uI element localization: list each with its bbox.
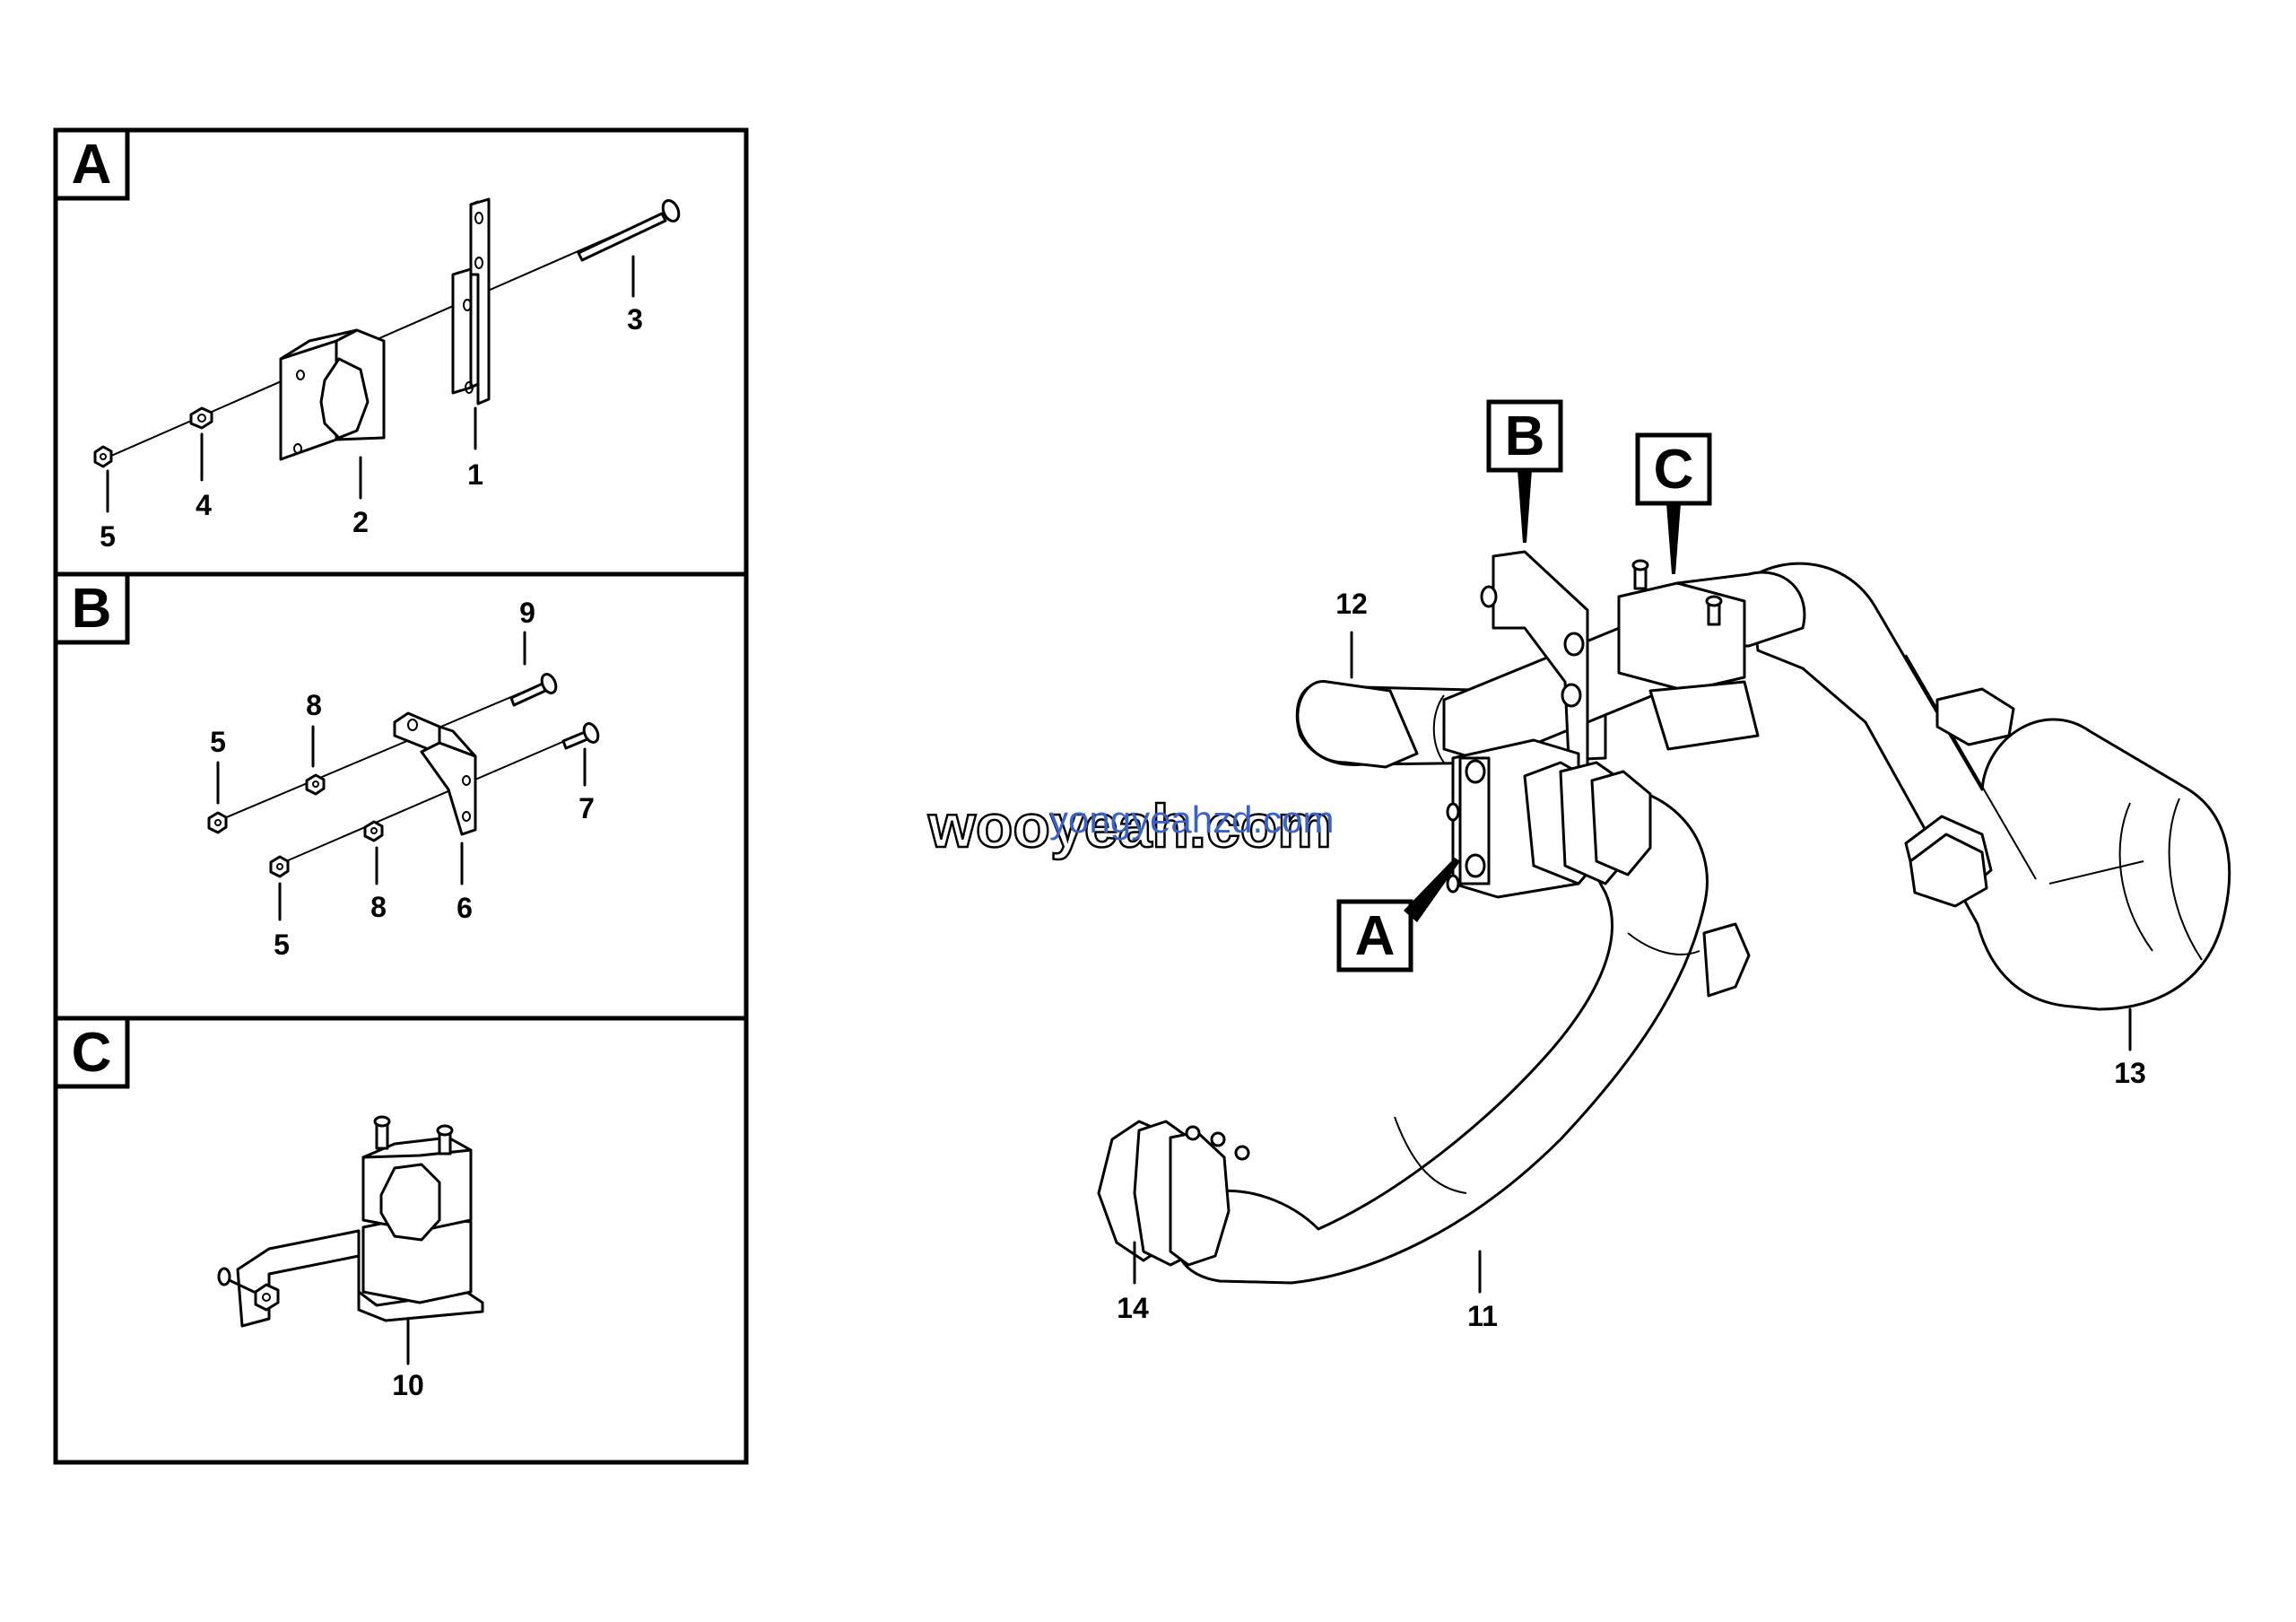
svg-text:A: A (1355, 905, 1396, 967)
callout-4: 4 (196, 489, 212, 521)
washer-part-8-bottom (363, 820, 384, 842)
clamp-assembly-part-10 (217, 1115, 484, 1328)
callout-14: 14 (1117, 1292, 1149, 1324)
svg-text:C: C (1654, 439, 1694, 501)
callout-5: 5 (100, 520, 116, 553)
bolt-part-3 (577, 199, 681, 262)
bracket-plate-part-1 (451, 197, 491, 406)
panel-c-letter-box (53, 1016, 130, 1089)
panel-b-letter: B (72, 578, 112, 640)
bracket-part-6 (393, 711, 477, 836)
watermark-primary: wooyeah.com (927, 792, 1332, 860)
callout-8-bottom: 8 (370, 891, 387, 923)
nut-part-5 (93, 445, 113, 468)
hose-clamps-a (1523, 761, 1751, 998)
hose-part-13 (1747, 562, 2231, 1011)
callout-6: 6 (457, 892, 473, 924)
panel-c-letter: C (72, 1022, 112, 1084)
nut-part-5-top (207, 811, 228, 834)
detail-panel-b: B 9 8 (53, 571, 749, 1021)
callout-12: 12 (1335, 588, 1368, 620)
hose-part-14 (1097, 1120, 1250, 1267)
callout-2: 2 (352, 506, 369, 538)
callout-7: 7 (578, 792, 595, 824)
callout-10: 10 (392, 1369, 424, 1401)
panel-a-letter-box (53, 127, 130, 201)
callout-8-top: 8 (306, 689, 322, 721)
washer-part-8-top (305, 773, 326, 796)
watermark: wooyeah.com yongyeahzd.com (926, 791, 1335, 862)
svg-text:B: B (1505, 406, 1545, 467)
callout-13: 13 (2114, 1057, 2146, 1089)
panel-a-letter: A (72, 134, 112, 196)
callout-5-top: 5 (210, 726, 226, 758)
view-label-c: C (1635, 432, 1712, 574)
view-label-b: B (1486, 399, 1563, 543)
support-bar-and-brackets (1442, 550, 1760, 899)
callout-1: 1 (467, 458, 483, 491)
view-label-a: A (1336, 858, 1460, 972)
main-hose-assembly: B C A 12 13 14 11 (1097, 399, 2231, 1332)
callout-5-bottom: 5 (274, 929, 290, 961)
clamp-block-part-2 (279, 328, 386, 461)
nut-part-5-bottom (269, 855, 290, 878)
detail-panel-a: A (53, 127, 749, 577)
callout-3: 3 (627, 303, 643, 336)
callout-9: 9 (519, 597, 535, 629)
panel-b-letter-box (53, 571, 130, 645)
washer-part-4 (189, 406, 213, 430)
watermark-secondary: yongyeahzd.com (1049, 798, 1335, 841)
callout-11: 11 (1467, 1300, 1498, 1332)
hose-part-12 (1296, 680, 1419, 769)
detail-panel-c: C 10 (53, 1016, 749, 1465)
